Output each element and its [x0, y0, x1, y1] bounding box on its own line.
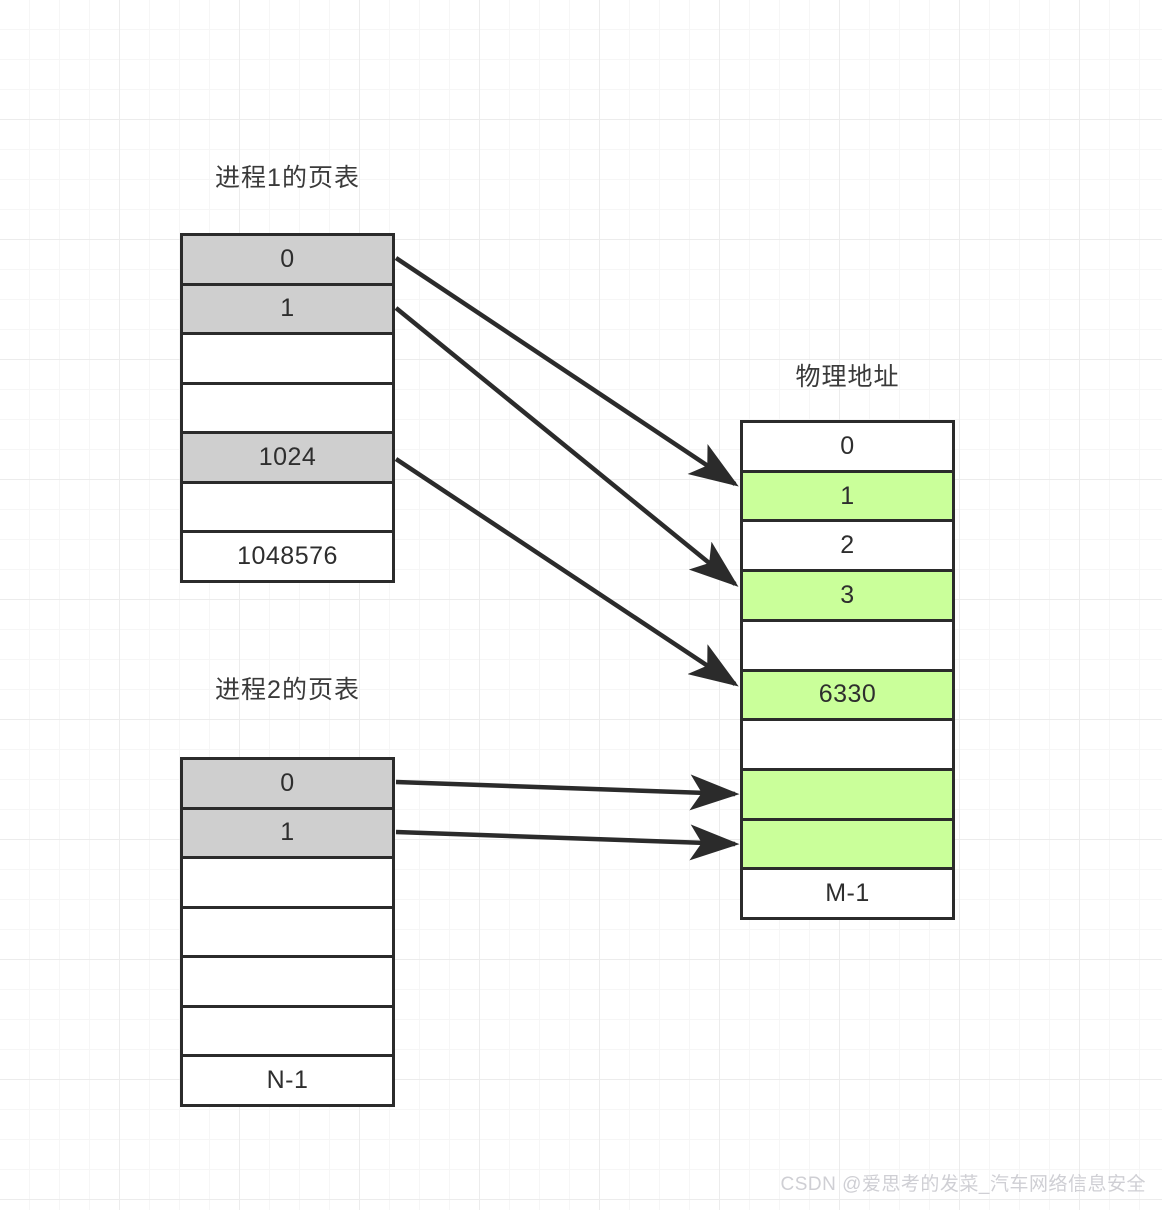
csdn-watermark: CSDN @爱思考的发菜_汽车网络信息安全	[780, 1174, 1146, 1195]
mapping-arrow-p2r1-to-phys8	[395, 824, 740, 861]
process1-entry-row-0: 0	[183, 236, 392, 286]
process2-entry-row-5	[183, 1007, 392, 1058]
mapping-arrow-p1r0-to-phys1	[394, 256, 739, 487]
process1-entry-row-1-label: 1	[280, 294, 295, 323]
process2-entry-row-6-label: N-1	[266, 1066, 309, 1095]
physical-frame-row-1: 1	[743, 472, 952, 523]
process1-entry-row-1: 1	[183, 285, 392, 336]
physical-frame-row-2-label: 2	[840, 531, 855, 560]
process1-entry-row-6-label: 1048576	[237, 542, 338, 571]
physical-frame-row-8	[743, 820, 952, 871]
physical-frame-row-1-label: 1	[840, 481, 855, 510]
physical-frame-row-0-label: 0	[840, 431, 855, 460]
physical-table-title: 物理地址	[795, 363, 900, 391]
process2-entry-row-3	[183, 908, 392, 959]
mapping-arrow-p2r0-to-phys7	[395, 774, 740, 811]
process1-table-title: 进程1的页表	[215, 164, 360, 192]
process2-entry-row-6: N-1	[183, 1057, 392, 1105]
process2-entry-row-0-label: 0	[280, 768, 295, 797]
process1-entry-row-3	[183, 384, 392, 435]
physical-frame-row-7	[743, 770, 952, 821]
process1-entry-row-5	[183, 483, 392, 534]
physical-frame-row-6	[743, 721, 952, 771]
physical-frame-row-4	[743, 621, 952, 672]
physical-frame-row-2: 2	[743, 522, 952, 573]
process2-table-title: 进程2的页表	[215, 676, 360, 704]
process1-entry-row-0-label: 0	[280, 244, 295, 273]
physical-frame-row-5: 6330	[743, 671, 952, 722]
physical-frame-row-9-label: M-1	[825, 879, 870, 908]
physical-frame-row-9: M-1	[743, 870, 952, 918]
physical-frame-row-0: 0	[743, 423, 952, 473]
physical-frame-row-3-label: 3	[840, 580, 855, 609]
process2-entry-row-2	[183, 859, 392, 909]
process1-entry-row-4-label: 1024	[258, 443, 317, 472]
physical-frame-row-3: 3	[743, 572, 952, 622]
process1-entry-row-2	[183, 335, 392, 385]
process2-entry-row-1-label: 1	[280, 818, 295, 847]
process1-entry-row-4: 1024	[183, 434, 392, 484]
physical-frame-row-5-label: 6330	[818, 680, 877, 709]
process2-entry-row-1: 1	[183, 809, 392, 860]
process2-entry-row-0: 0	[183, 760, 392, 810]
mapping-arrow-p1r4-to-phys5	[394, 457, 739, 687]
process1-entry-row-6: 1048576	[183, 533, 392, 581]
mapping-arrow-p1r1-to-phys3	[394, 306, 739, 587]
process2-entry-row-4	[183, 958, 392, 1008]
process1-page-table: 0 1 1024 1048576	[180, 233, 395, 583]
